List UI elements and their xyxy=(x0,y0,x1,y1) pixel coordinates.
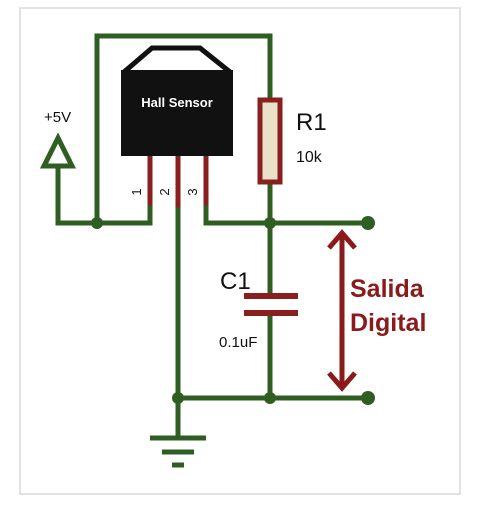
ground-icon xyxy=(150,435,206,468)
capacitor-c1 xyxy=(244,293,298,316)
supply-loop-wire xyxy=(94,33,273,226)
arrow-icon xyxy=(39,132,77,169)
sensor-top-outline xyxy=(122,45,232,74)
pin-2-label: 2 xyxy=(157,188,172,195)
pin-1-label: 1 xyxy=(129,188,144,195)
resistor-r1 xyxy=(257,97,283,185)
output-label-line2: Digital xyxy=(350,309,426,337)
junction-node xyxy=(91,217,103,229)
resistor-body xyxy=(257,97,283,185)
hall-sensor: Hall Sensor xyxy=(121,45,233,156)
junction-node xyxy=(172,392,184,404)
sensor-label: Hall Sensor xyxy=(141,95,213,110)
capacitor-value: 0.1uF xyxy=(219,334,257,351)
output-terminal-bottom xyxy=(361,391,375,405)
output-label-line1: Salida xyxy=(350,275,425,303)
resistor-designator: R1 xyxy=(296,109,327,136)
sensor-body xyxy=(121,70,233,156)
capacitor-designator: C1 xyxy=(220,268,251,295)
output-terminal-top xyxy=(361,216,375,230)
output-arrow xyxy=(327,229,357,392)
junction-node xyxy=(264,217,276,229)
pin-3-label: 3 xyxy=(185,188,200,195)
supply-label: +5V xyxy=(44,109,71,126)
output-wire xyxy=(203,205,371,226)
junction-node xyxy=(264,392,276,404)
resistor-value: 10k xyxy=(296,149,323,166)
frame xyxy=(19,7,461,495)
supply-wire xyxy=(55,162,153,226)
